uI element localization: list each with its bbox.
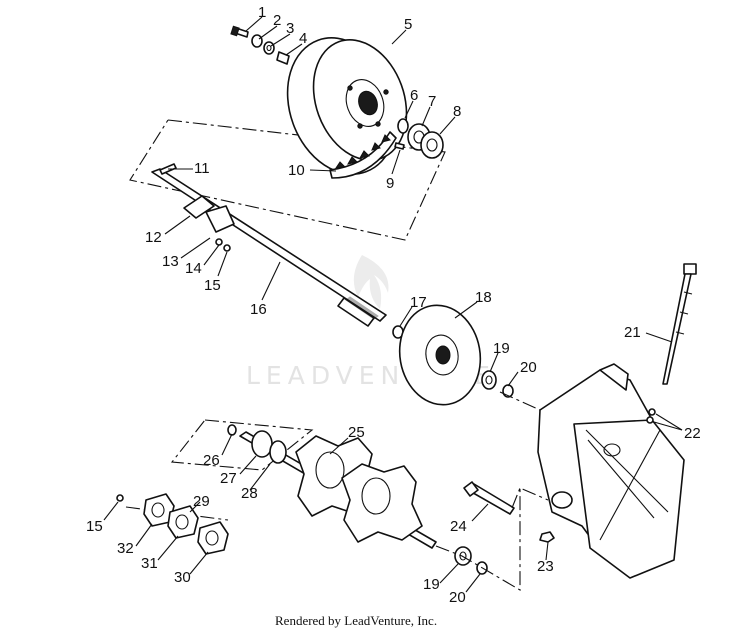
callout-5: 5 [404, 16, 412, 33]
callout-12: 12 [145, 229, 162, 246]
callout-17: 17 [410, 294, 427, 311]
callout-3: 3 [286, 20, 294, 37]
callout-19-lower: 19 [423, 576, 440, 593]
callout-7: 7 [428, 93, 436, 110]
callout-23: 23 [537, 558, 554, 575]
callout-15-lower: 15 [86, 518, 103, 535]
chaincase-housing [537, 363, 685, 579]
callout-22: 22 [684, 425, 701, 442]
callout-26: 26 [203, 452, 220, 469]
watermark-flame-icon [353, 255, 389, 309]
callout-16: 16 [250, 301, 267, 318]
callout-20-lower: 20 [449, 589, 466, 606]
credit-line: Rendered by LeadVenture, Inc. [275, 613, 437, 628]
callout-9: 9 [386, 175, 394, 192]
axle-group-outline [170, 419, 314, 471]
callout-4: 4 [299, 30, 307, 47]
callout-29: 29 [193, 493, 210, 510]
callout-32: 32 [117, 540, 134, 557]
callout-25: 25 [348, 424, 365, 441]
callout-19-upper: 19 [493, 340, 510, 357]
callout-11: 11 [194, 160, 210, 177]
hardware-6-9 [394, 118, 444, 159]
driven-pulley [286, 37, 408, 175]
lower-seal-group [454, 546, 488, 575]
bearing-plates [116, 493, 229, 555]
callout-28: 28 [241, 485, 258, 502]
callout-15-upper: 15 [204, 277, 221, 294]
centre-lines [435, 391, 549, 591]
callout-8: 8 [453, 103, 461, 120]
callout-6: 6 [410, 87, 418, 104]
callout-13: 13 [162, 253, 179, 270]
callout-10: 10 [288, 162, 305, 179]
callout-18: 18 [475, 289, 492, 306]
housing-bolt [463, 481, 555, 543]
callout-21: 21 [624, 324, 641, 341]
callout-1: 1 [258, 4, 266, 21]
jackshaft [151, 163, 387, 327]
drive-axle [227, 424, 437, 549]
brake-disc-group [392, 304, 514, 406]
chain-segment [329, 131, 397, 179]
callout-2: 2 [273, 12, 281, 29]
callout-30: 30 [174, 569, 191, 586]
callout-31: 31 [141, 555, 158, 572]
callout-numbers: 1 2 3 4 5 6 7 8 9 10 11 12 13 14 15 16 1… [86, 4, 701, 606]
callout-24: 24 [450, 518, 467, 535]
leader-lines [103, 16, 683, 593]
hardware-1-4 [230, 25, 290, 65]
dipstick [646, 263, 697, 424]
callout-14: 14 [185, 260, 202, 277]
callout-27: 27 [220, 470, 237, 487]
callout-20-upper: 20 [520, 359, 537, 376]
